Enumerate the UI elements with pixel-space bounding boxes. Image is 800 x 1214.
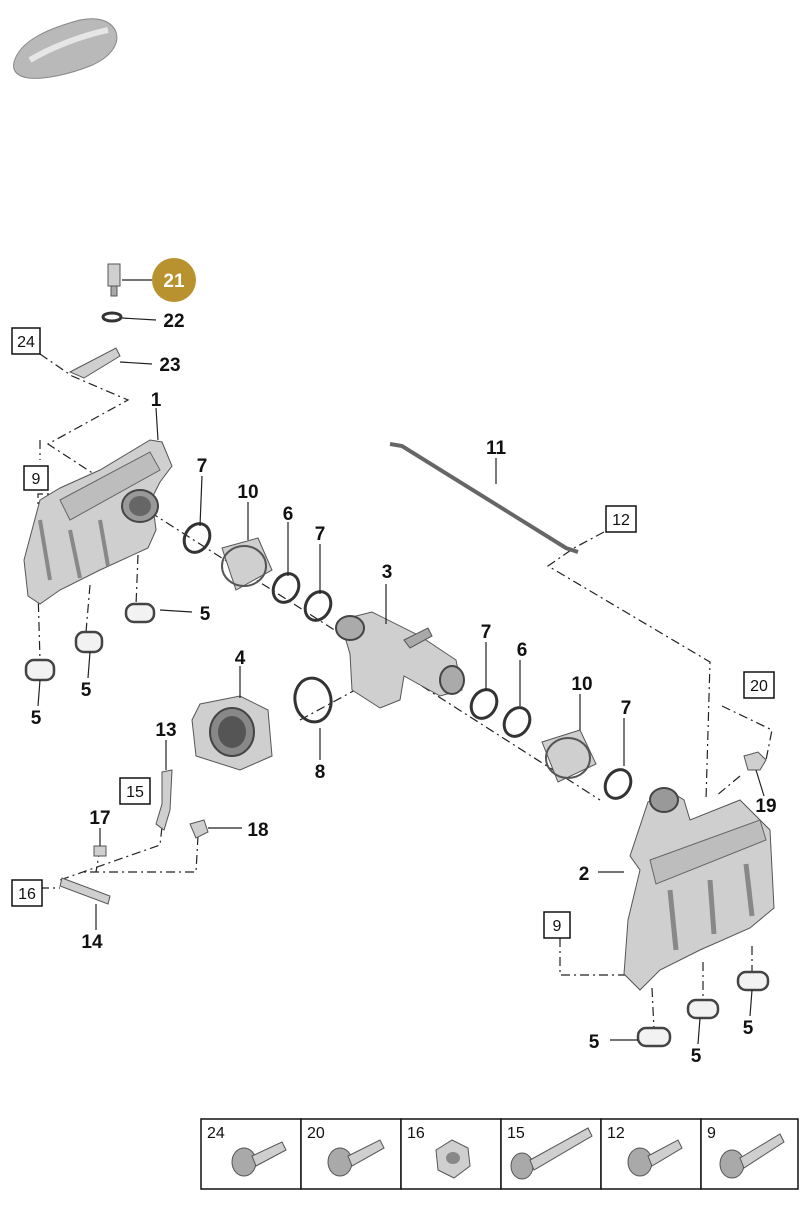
gasket-5-f <box>736 970 770 992</box>
callout-19: 19 <box>755 796 776 817</box>
bracket-part-13 <box>155 769 173 831</box>
callout-8: 8 <box>315 762 326 783</box>
callout-5-b: 5 <box>31 708 42 729</box>
callout-17: 17 <box>89 808 110 829</box>
boxed-ref-16: 16 <box>18 886 36 903</box>
seal-ring-7-d <box>603 768 633 800</box>
seal-ring-7-a <box>182 522 212 554</box>
gasket-5-e <box>686 998 720 1020</box>
boxed-ref-12: 12 <box>612 512 630 529</box>
bracket-part-23 <box>68 347 121 379</box>
hardware-table: 24 20 16 15 12 9 <box>200 1118 799 1190</box>
callout-7-d: 7 <box>621 698 632 719</box>
hw-cell-9-label: 9 <box>707 1125 716 1142</box>
seal-ring-6-b <box>502 706 532 738</box>
callout-23: 23 <box>159 355 180 376</box>
sensor-part-19 <box>743 751 767 771</box>
boxed-ref-15: 15 <box>126 784 144 801</box>
t-pipe-part-3 <box>335 611 465 709</box>
nut-icon-16 <box>435 1139 471 1179</box>
callout-6-a: 6 <box>283 504 294 525</box>
o-ring-part-8 <box>293 676 333 724</box>
pipe-part-11 <box>389 442 579 554</box>
bolt-icon-24 <box>231 1141 287 1177</box>
coupling-sleeve-10-a <box>221 537 273 591</box>
hw-cell-15-label: 15 <box>507 1125 525 1142</box>
callout-5-e: 5 <box>691 1046 702 1067</box>
bolt-icon-12 <box>627 1139 683 1177</box>
hw-cell-20-label: 20 <box>307 1125 325 1142</box>
callout-labels: 21 1 2 3 4 5 5 5 5 5 5 5 6 6 7 7 7 7 8 1… <box>31 258 777 1067</box>
gasket-5-c <box>124 602 156 624</box>
callout-7-a: 7 <box>197 456 208 477</box>
hw-cell-12-label: 12 <box>607 1125 625 1142</box>
boxed-ref-24: 24 <box>17 334 35 351</box>
coupling-sleeve-10-b <box>541 729 597 783</box>
clip-part-18 <box>189 819 209 839</box>
callout-4: 4 <box>235 648 246 669</box>
seal-ring-6-a <box>271 572 301 604</box>
callout-10-b: 10 <box>571 674 592 695</box>
connector-part-17 <box>93 845 107 857</box>
vehicle-thumbnail <box>13 18 118 79</box>
callout-5-d: 5 <box>589 1032 600 1053</box>
highlight-label: 21 <box>163 271 185 292</box>
callout-1: 1 <box>151 390 162 411</box>
callout-13: 13 <box>155 720 176 741</box>
bolt-icon-9 <box>719 1133 785 1179</box>
callout-2: 2 <box>579 864 590 885</box>
callout-22: 22 <box>163 311 184 332</box>
boxed-ref-9-b: 9 <box>553 918 562 935</box>
boxed-references: 24 9 12 20 15 16 9 <box>11 327 775 939</box>
callout-10-a: 10 <box>237 482 258 503</box>
callout-7-b: 7 <box>315 524 326 545</box>
boxed-ref-9-a: 9 <box>32 471 41 488</box>
seal-ring-7-b <box>303 590 333 622</box>
hw-cell-24-label: 24 <box>207 1125 225 1142</box>
callout-5-f: 5 <box>743 1018 754 1039</box>
throttle-body-part-4 <box>191 695 273 771</box>
seal-ring-7-c <box>469 688 499 720</box>
callout-5-a: 5 <box>200 604 211 625</box>
hw-cell-16-label: 16 <box>407 1125 425 1142</box>
bolt-icon-20 <box>327 1139 385 1177</box>
callout-6-b: 6 <box>517 640 528 661</box>
gasket-5-b <box>74 630 104 654</box>
bolt-icon-15 <box>510 1127 593 1180</box>
intake-manifold-right <box>623 787 775 991</box>
callout-11: 11 <box>486 438 507 459</box>
callout-18: 18 <box>247 820 268 841</box>
intake-manifold-left <box>23 439 173 605</box>
callout-5-c: 5 <box>81 680 92 701</box>
callout-3: 3 <box>382 562 393 583</box>
gasket-5-d <box>636 1026 672 1048</box>
sensor-part-21 <box>101 263 123 323</box>
callout-7-c: 7 <box>481 622 492 643</box>
highlight-badge <box>152 258 196 302</box>
boxed-ref-20: 20 <box>750 678 768 695</box>
bracket-part-14 <box>59 877 111 905</box>
leader-lines <box>37 279 765 1045</box>
callout-14: 14 <box>81 932 103 953</box>
gasket-5-a <box>24 658 56 682</box>
